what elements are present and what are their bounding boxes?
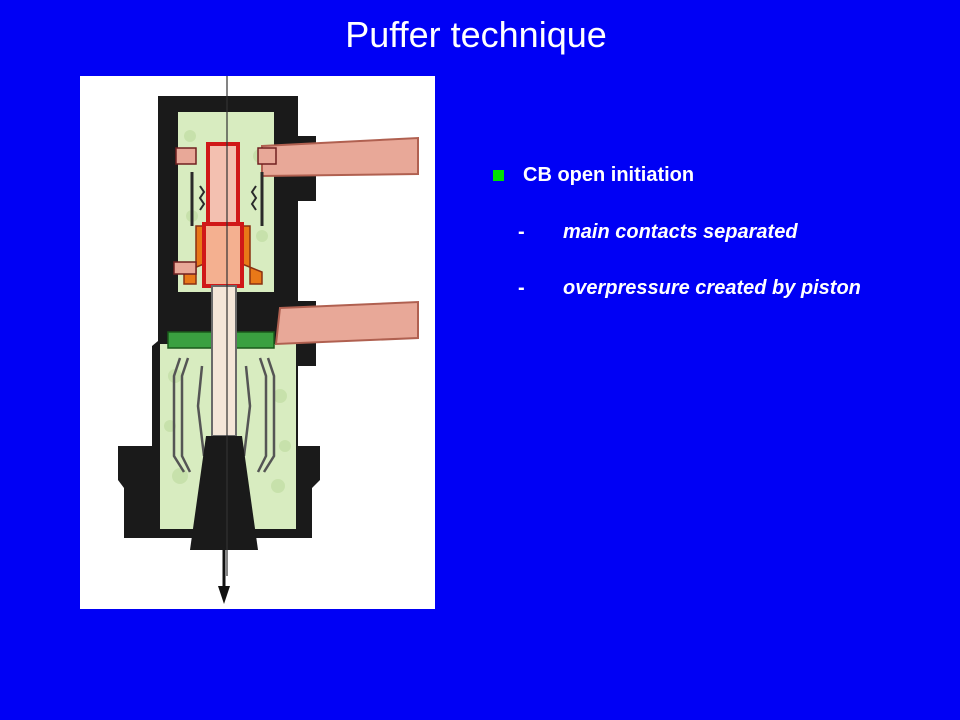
fixed-contact — [175, 142, 277, 226]
square-bullet-icon — [493, 169, 504, 181]
bullet-item: CB open initiation — [490, 160, 910, 190]
sub-bullet-item: - main contacts separated — [490, 218, 910, 246]
sub-bullet-text: main contacts separated — [563, 221, 798, 243]
moving-contact — [173, 222, 263, 288]
sub-bullet-item: - overpressure created by piston — [490, 274, 910, 302]
sub-bullet-text: overpressure created by piston — [563, 277, 861, 299]
sub-bullet-dash: - — [518, 221, 525, 243]
upper-busbar — [261, 136, 419, 178]
sub-bullet-dash: - — [518, 277, 525, 299]
drive-rod — [211, 285, 237, 437]
down-arrow-icon — [218, 550, 230, 604]
lower-busbar — [274, 300, 419, 346]
insulating-nozzle — [190, 436, 258, 550]
bullet-main-text: CB open initiation — [523, 163, 695, 186]
bullet-list: CB open initiation - main contacts separ… — [490, 160, 910, 302]
slide-title: Puffer technique — [345, 14, 607, 55]
puffer-breaker-diagram — [80, 76, 435, 609]
finger-contacts — [172, 357, 276, 473]
